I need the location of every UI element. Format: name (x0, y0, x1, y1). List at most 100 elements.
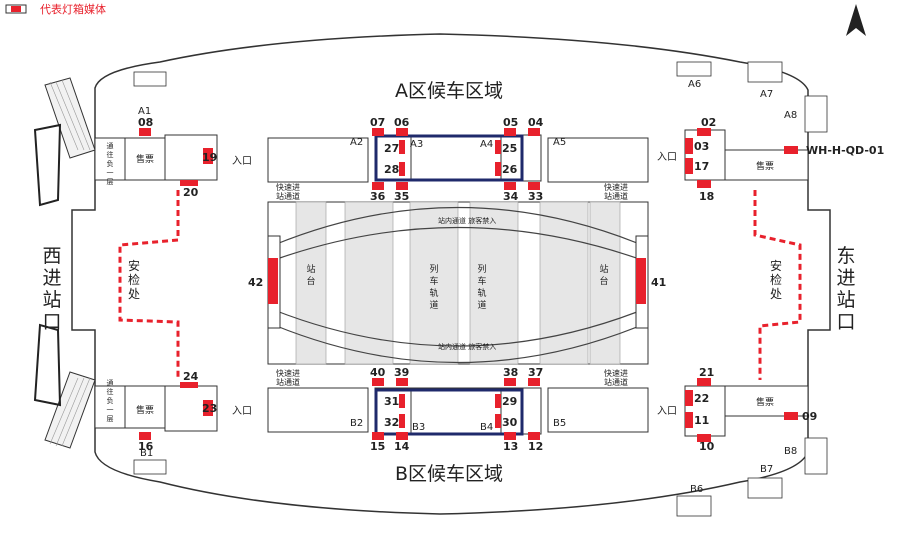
media-29: 29 (502, 395, 517, 408)
security-label-east: 安 检 处 (770, 258, 782, 301)
svg-text:列: 列 (477, 263, 486, 275)
media-09: 09 (802, 410, 817, 423)
exit-a5: A5 (553, 137, 566, 148)
media-22: 22 (694, 392, 709, 405)
west-entry-bottom: 入口 (232, 406, 252, 417)
west-passage-top: 通往 负一 层 (107, 141, 114, 186)
media-27: 27 (384, 142, 399, 155)
svg-text:通: 通 (107, 378, 114, 387)
svg-text:安: 安 (128, 258, 140, 273)
svg-text:台: 台 (306, 275, 315, 287)
west-entry-top: 入口 (232, 156, 252, 167)
media-16: 16 (138, 440, 154, 453)
media-25: 25 (502, 142, 517, 155)
svg-text:口: 口 (42, 311, 61, 333)
svg-text:快速进: 快速进 (276, 182, 300, 192)
svg-text:西: 西 (42, 245, 61, 267)
svg-text:检: 检 (128, 272, 140, 287)
svg-text:一: 一 (107, 406, 114, 414)
zone-a-rooms (267, 134, 649, 183)
svg-text:快速进: 快速进 (276, 368, 300, 378)
svg-text:往: 往 (107, 387, 114, 396)
svg-text:负: 负 (107, 159, 114, 168)
exit-a4: A4 (480, 139, 493, 150)
svg-text:进: 进 (836, 267, 855, 289)
exit-a8: A8 (784, 110, 797, 121)
exit-a7: A7 (760, 89, 773, 100)
legend: 代表灯箱媒体 (5, 2, 106, 16)
east-entry-top: 入口 (657, 152, 677, 163)
media-07: 07 (370, 116, 385, 129)
exit-gates (133, 61, 828, 517)
inner-passage-top: 站内通道 旅客禁入 (438, 216, 496, 225)
east-ticket-hall-top (684, 129, 809, 181)
svg-text:通: 通 (107, 141, 114, 150)
west-passage-bottom: 通往 负一 层 (107, 378, 114, 423)
exit-a2: A2 (350, 137, 363, 148)
media-13: 13 (503, 440, 518, 453)
east-ticket-top: 售票 (756, 160, 774, 172)
media-36: 36 (370, 190, 386, 203)
media-14: 14 (394, 440, 410, 453)
media-40: 40 (370, 366, 386, 379)
svg-text:列: 列 (429, 263, 438, 275)
svg-text:处: 处 (128, 287, 140, 301)
media-18: 18 (699, 190, 714, 203)
exit-b1: B1 (140, 448, 153, 459)
media-41: 41 (651, 276, 666, 289)
legend-label: 代表灯箱媒体 (40, 2, 106, 16)
platform-area (267, 201, 649, 365)
svg-text:站: 站 (42, 289, 61, 311)
svg-text:站: 站 (599, 263, 608, 275)
media-35: 35 (394, 190, 409, 203)
svg-text:道: 道 (477, 299, 486, 311)
media-42: 42 (248, 276, 263, 289)
west-ticket-bottom: 售票 (136, 404, 154, 416)
svg-text:车: 车 (429, 275, 438, 287)
platform-labels: 站台 站台 (306, 263, 608, 287)
svg-text:东: 东 (836, 245, 855, 267)
exit-b3: B3 (412, 422, 425, 433)
svg-text:往: 往 (107, 150, 114, 159)
zone-a-title: A区候车区域 (395, 80, 503, 102)
inner-passage-bottom: 站内通道 旅客禁入 (438, 342, 496, 351)
west-ticket-hall-top (94, 134, 218, 181)
media-21: 21 (699, 366, 714, 379)
svg-text:道: 道 (429, 299, 438, 311)
exit-b2: B2 (350, 418, 363, 429)
svg-text:站通道: 站通道 (276, 191, 300, 201)
svg-text:进: 进 (42, 267, 61, 289)
svg-text:站通道: 站通道 (604, 191, 628, 201)
media-15: 15 (370, 440, 385, 453)
east-entrance-label: 东 进 站 口 (836, 245, 855, 333)
exit-labels: A1 A2 A3 A4 A5 A6 A7 A8 B1 B2 B3 B4 B5 B… (138, 79, 797, 495)
media-20: 20 (183, 186, 199, 199)
media-19: 19 (202, 151, 217, 164)
west-ramps (33, 77, 96, 449)
media-17: 17 (694, 160, 709, 173)
west-ticket-hall-bottom (94, 385, 218, 432)
svg-text:层: 层 (107, 415, 114, 423)
west-ticket-top: 售票 (136, 153, 154, 165)
exit-b8: B8 (784, 446, 797, 457)
media-34: 34 (503, 190, 519, 203)
svg-text:负: 负 (107, 396, 114, 405)
media-08: 08 (138, 116, 153, 129)
media-markers (139, 128, 798, 442)
media-31: 31 (384, 395, 399, 408)
zone-b-highlight (374, 388, 524, 436)
svg-text:轨: 轨 (429, 287, 438, 299)
svg-text:处: 处 (770, 287, 782, 301)
svg-text:快速进: 快速进 (604, 368, 628, 378)
zone-b-title: B区候车区域 (395, 463, 503, 485)
media-26: 26 (502, 163, 518, 176)
media-code: WH-H-QD-01 (806, 144, 884, 157)
media-04: 04 (528, 116, 544, 129)
media-numbers: 08 19 20 24 23 16 07 06 05 04 27 28 25 2… (138, 116, 884, 453)
media-32: 32 (384, 416, 399, 429)
media-03: 03 (694, 140, 709, 153)
media-10: 10 (699, 440, 715, 453)
security-label-west: 安 检 处 (128, 258, 140, 301)
east-entry-bottom: 入口 (657, 406, 677, 417)
